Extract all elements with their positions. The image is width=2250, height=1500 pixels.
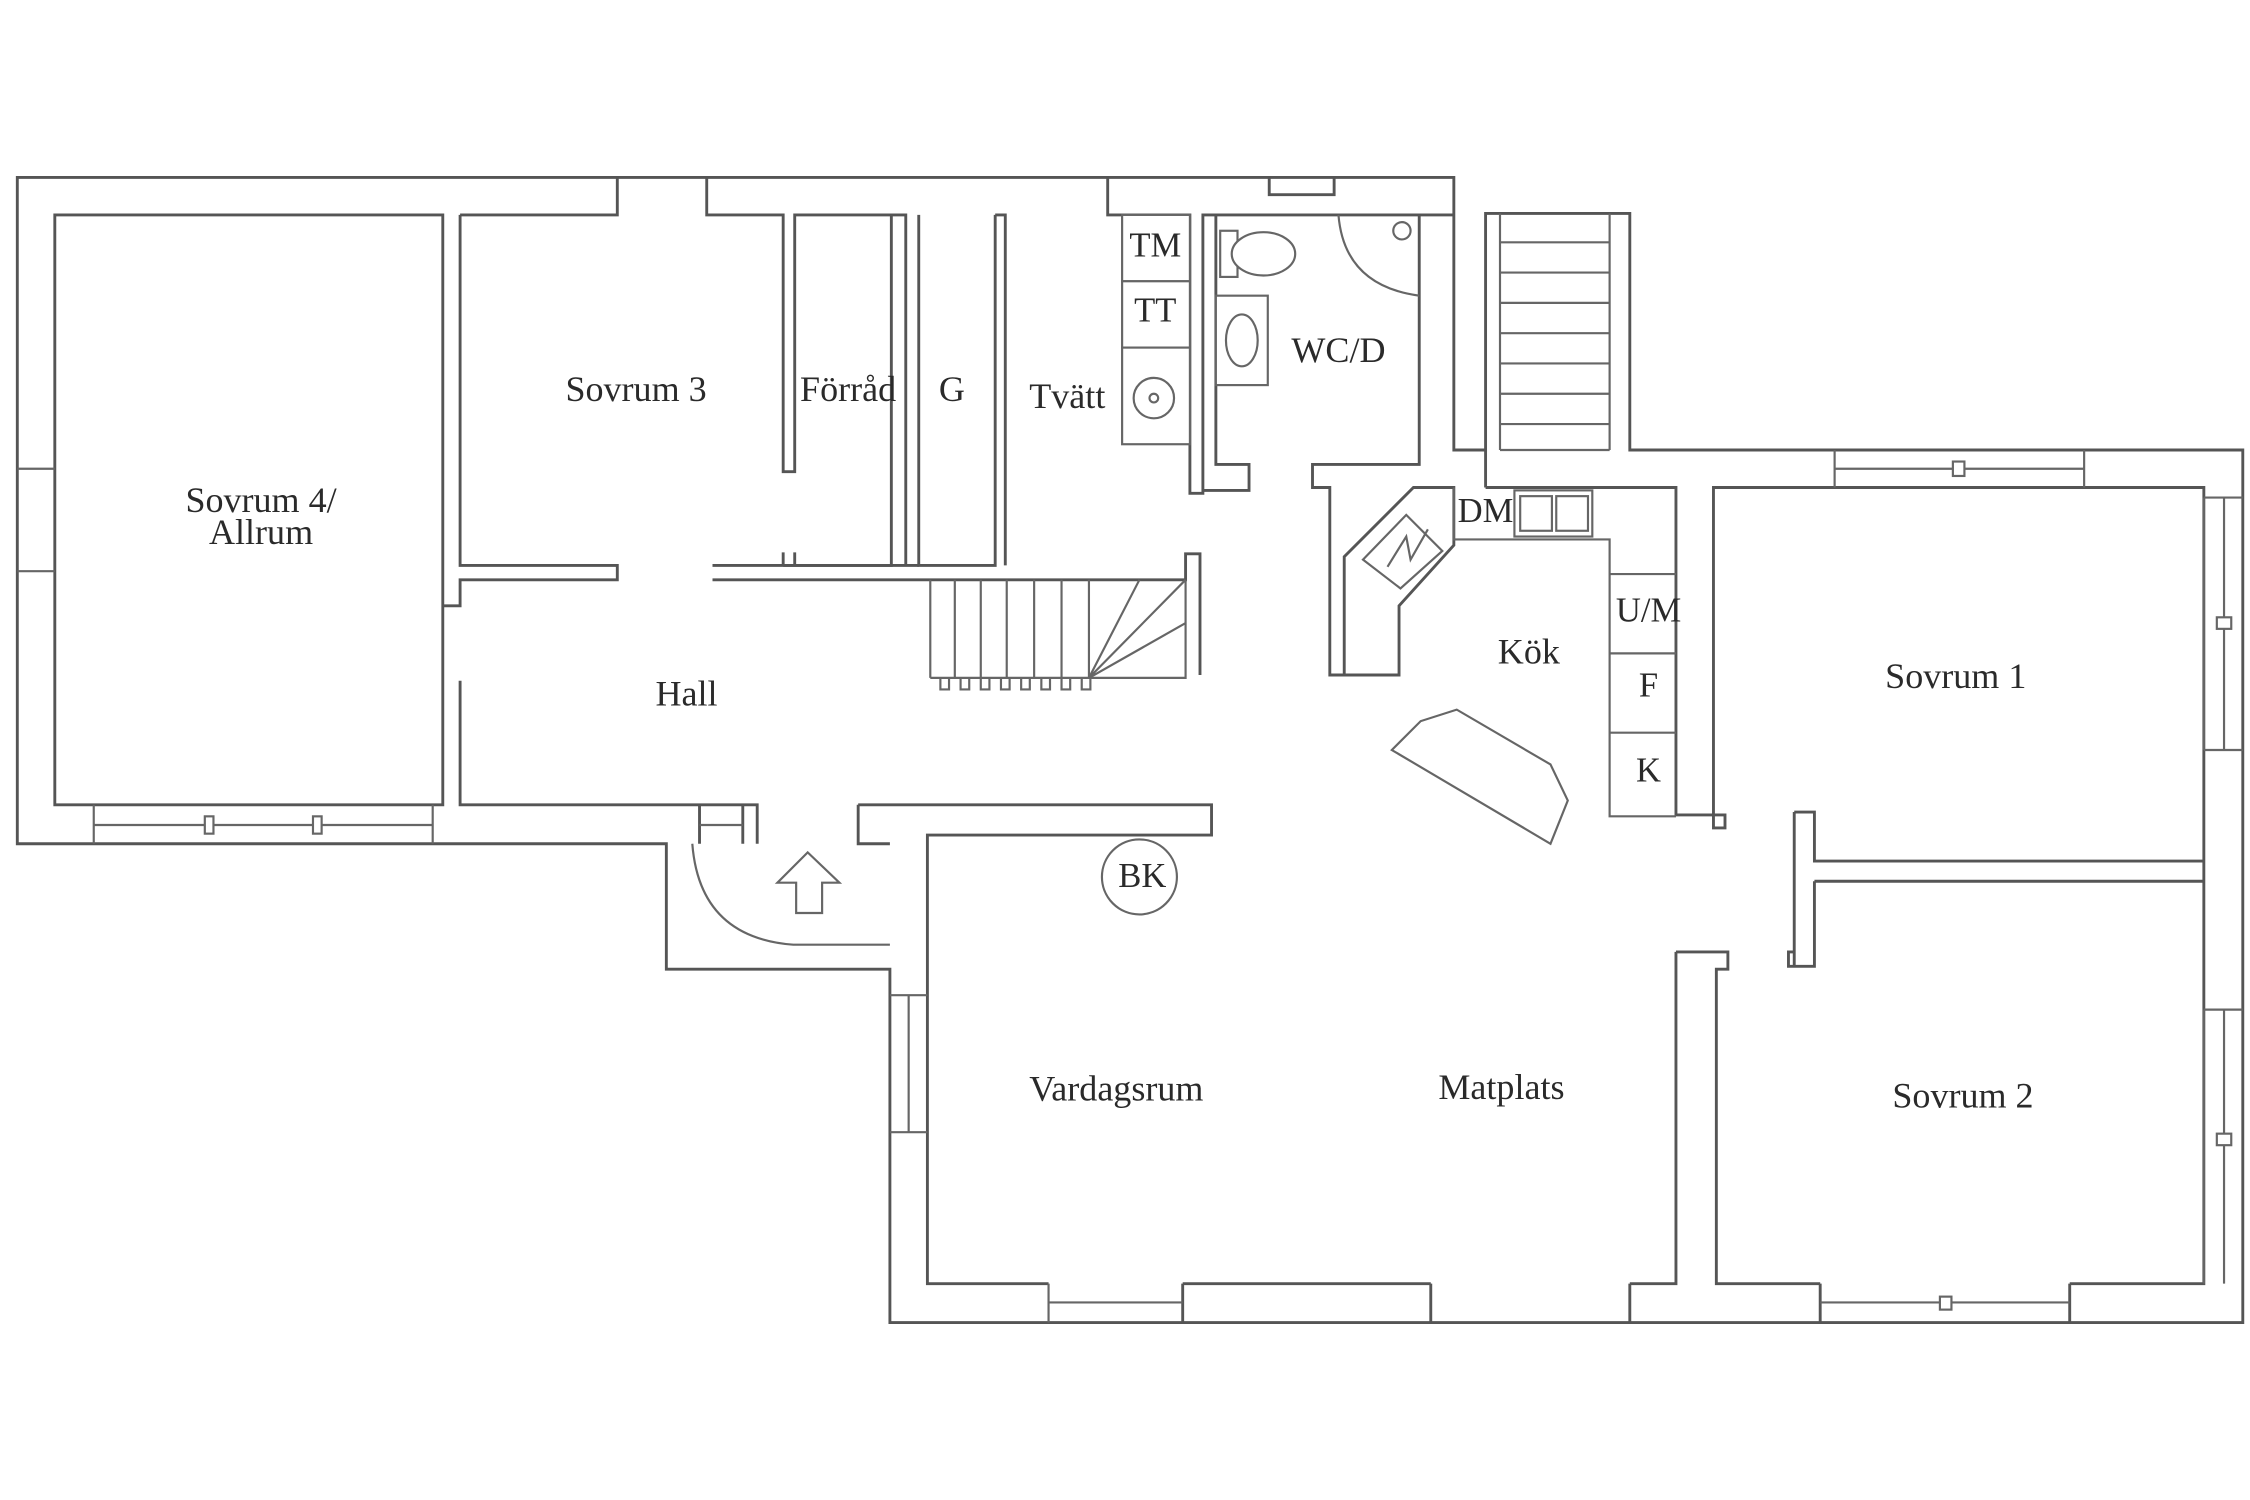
room-label-garderob: G: [939, 369, 965, 409]
room-label-kok: Kök: [1498, 631, 1561, 671]
dishwasher-label: DM: [1458, 492, 1514, 530]
room-label-sovrum2: Sovrum 2: [1892, 1076, 2033, 1116]
windows: [17, 450, 2243, 1323]
room-label-vardagsrum: Vardagsrum: [1029, 1068, 1203, 1108]
washing-machine-label: TM: [1129, 227, 1181, 265]
laundry-fixtures: [1121, 213, 1191, 446]
fireplace-icon: [1342, 486, 1456, 677]
room-label-forrad: Förråd: [800, 369, 896, 409]
room-label-sovrum4: Sovrum 4/: [185, 480, 337, 520]
entrance: [691, 843, 890, 946]
freezer-label: F: [1639, 667, 1658, 705]
interior-stairs: [929, 579, 1187, 691]
room-label-matplats: Matplats: [1438, 1067, 1564, 1107]
staircase-icon: [1498, 213, 1611, 452]
room-label-sovrum3: Sovrum 3: [565, 369, 706, 409]
fridge-label: K: [1636, 752, 1661, 790]
outer-walls: [15, 175, 2245, 1325]
arrow-up-icon: [774, 850, 843, 915]
toilet-icon: [1219, 229, 1297, 279]
sink-icon: [1214, 294, 1269, 387]
shower-icon: [1337, 214, 1420, 297]
interior-walls: [442, 177, 2206, 1323]
room-label-hall: Hall: [656, 673, 718, 713]
sink-icon: [1132, 376, 1176, 420]
room-label-allrum: Allrum: [209, 512, 313, 552]
bk-label: BK: [1118, 857, 1166, 895]
room-label-sovrum1: Sovrum 1: [1885, 656, 2026, 696]
room-label-wc: WC/D: [1291, 330, 1385, 370]
kitchen-fixtures: [1390, 487, 1676, 846]
oven-label: U/M: [1616, 592, 1681, 630]
room-label-tvatt: Tvätt: [1029, 376, 1105, 416]
fireplace-bk: [1100, 838, 1179, 916]
dryer-label: TT: [1134, 292, 1176, 330]
